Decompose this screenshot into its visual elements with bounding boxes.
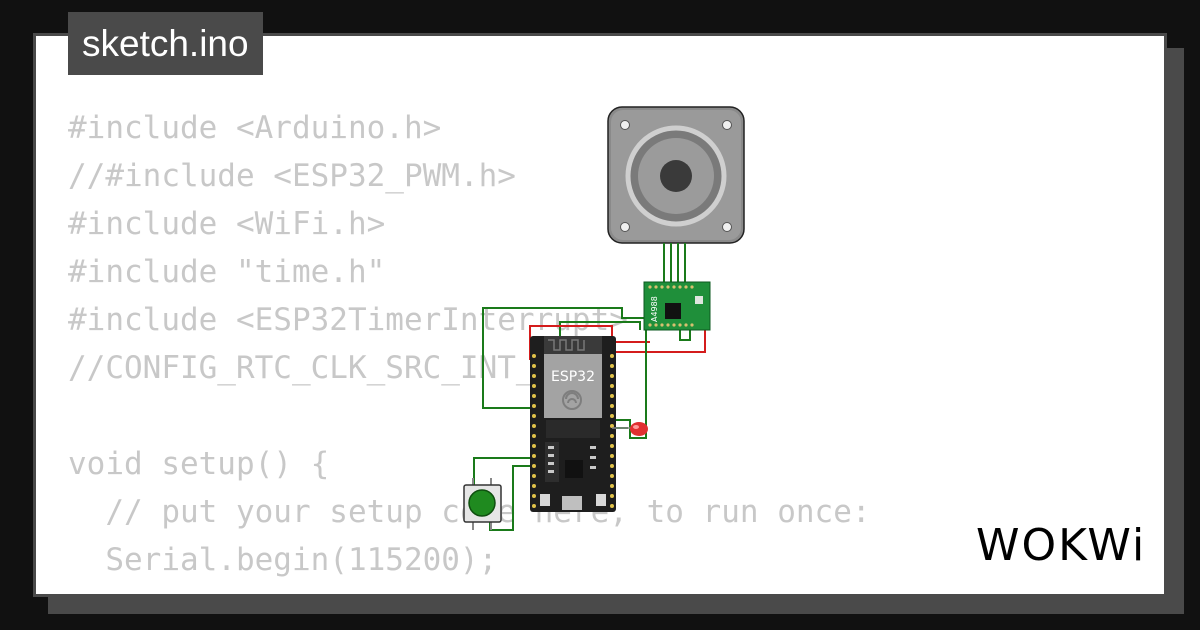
code-line: #include "time.h" bbox=[68, 254, 386, 290]
code-listing: #include <Arduino.h> //#include <ESP32_PW… bbox=[68, 104, 871, 594]
code-line: //CONFIG_RTC_CLK_SRC_INT_8256 bbox=[68, 350, 610, 386]
wire-green bbox=[614, 326, 647, 439]
code-line: Serial.begin(115200); bbox=[68, 542, 498, 578]
wires bbox=[473, 307, 710, 531]
code-line: #include <Arduino.h> bbox=[68, 110, 442, 146]
wire-green bbox=[559, 321, 641, 336]
code-line: Serial.println("Hello, ESP32!"); bbox=[68, 584, 871, 594]
code-line: #include <WiFi.h> bbox=[68, 206, 386, 242]
red-led[interactable] bbox=[612, 422, 648, 436]
code-card: #include <Arduino.h> //#include <ESP32_PW… bbox=[33, 33, 1167, 597]
mcu-label: ESP32 bbox=[551, 369, 595, 385]
wire-green bbox=[473, 457, 530, 486]
wokwi-logo: WOKWi bbox=[976, 520, 1147, 571]
esp32-board[interactable]: ESP32 bbox=[530, 336, 616, 512]
code-line: //#include <ESP32_PWM.h> bbox=[68, 158, 516, 194]
code-line: void setup() { bbox=[68, 446, 330, 482]
wire-green bbox=[679, 330, 691, 341]
a4988-driver[interactable]: A4988 bbox=[643, 281, 711, 331]
wifi-icon bbox=[562, 390, 582, 410]
driver-label: A4988 bbox=[650, 296, 659, 322]
push-button[interactable] bbox=[463, 478, 502, 530]
stepper-motor[interactable] bbox=[607, 106, 745, 282]
wire-red bbox=[529, 325, 650, 360]
file-tab[interactable]: sketch.ino bbox=[68, 12, 263, 75]
wire-green bbox=[482, 307, 644, 409]
